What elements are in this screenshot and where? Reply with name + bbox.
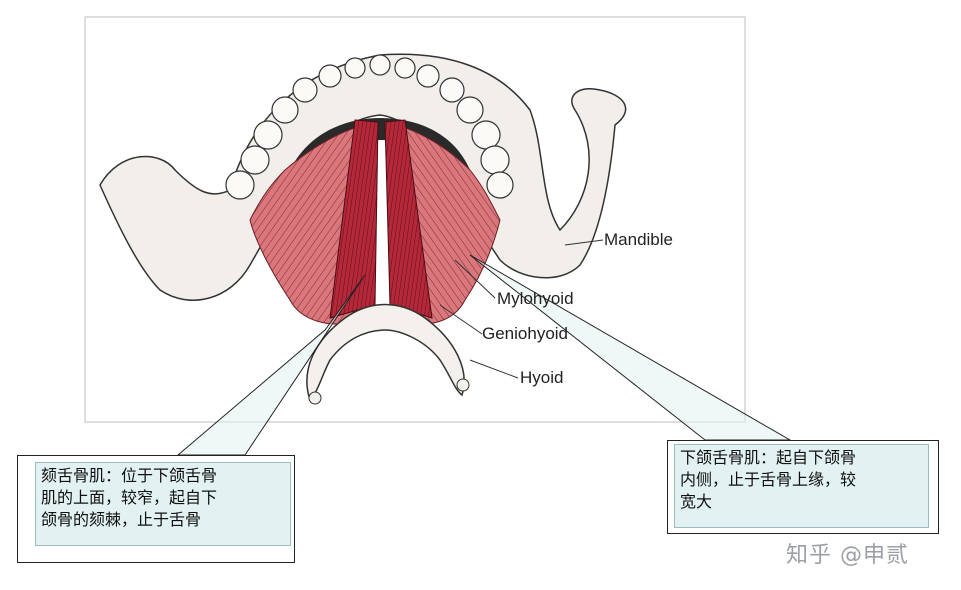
label-geniohyoid: Geniohyoid [482,324,569,343]
label-mandible: Mandible [604,230,673,249]
callout-left-line-1: 颏舌骨肌：位于下颌舌骨 [41,466,218,485]
leader-geniohyoid [439,304,483,335]
callout-right: 下颌舌骨肌：起自下颌骨 内侧，止于舌骨上缘，较 宽大 [667,440,939,534]
callout-left-line-2: 肌的上面，较窄，起自下 [41,488,218,507]
callout-right-line-2: 内侧，止于舌骨上缘，较 [680,470,857,489]
callout-right-line-1: 下颌舌骨肌：起自下颌骨 [680,448,857,467]
callout-right-text: 下颌舌骨肌：起自下颌骨 内侧，止于舌骨上缘，较 宽大 [674,444,929,528]
label-hyoid: Hyoid [520,368,564,387]
leader-mandible [564,239,604,246]
leader-mylohyoid [454,259,496,299]
watermark: 知乎 @申贰 [786,543,909,568]
callout-right-line-3: 宽大 [680,492,713,511]
leader-hyoid [469,359,519,379]
geniohyoid-muscle-right [384,119,433,319]
label-mylohyoid: Mylohyoid [497,289,574,308]
hyoid-bone [306,303,465,402]
callout-left-text: 颏舌骨肌：位于下颌舌骨 肌的上面，较窄，起自下 颌骨的颏棘，止于舌骨 [35,462,291,546]
callout-left-line-3: 颌骨的颏棘，止于舌骨 [41,510,202,529]
callout-left: 颏舌骨肌：位于下颌舌骨 肌的上面，较窄，起自下 颌骨的颏棘，止于舌骨 [17,455,295,563]
